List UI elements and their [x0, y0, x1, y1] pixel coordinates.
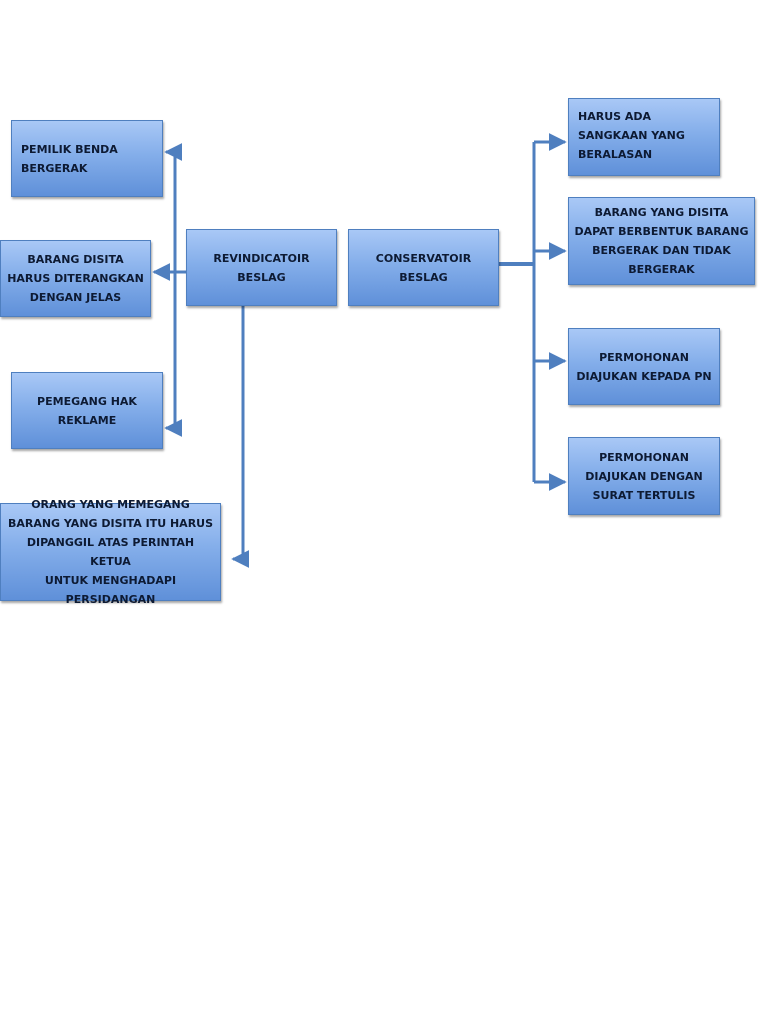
node-label: HARUS ADA SANGKAAN YANG BERALASAN — [578, 110, 685, 161]
node-label: REVINDICATOIR BESLAG — [213, 251, 310, 284]
node-revindicatoir-beslag: REVINDICATOIR BESLAG — [186, 229, 337, 306]
revindicatoir-connectors — [152, 143, 250, 568]
node-harus-ada-sangkaan: HARUS ADA SANGKAAN YANG BERALASAN — [568, 98, 720, 176]
node-barang-dapat-berbentuk: BARANG YANG DISITA DAPAT BERBENTUK BARAN… — [568, 197, 755, 285]
node-label: ORANG YANG MEMEGANG BARANG YANG DISITA I… — [7, 498, 214, 606]
node-label: PEMEGANG HAK REKLAME — [37, 394, 137, 427]
node-pemilik-benda-bergerak: PEMILIK BENDA BERGERAK — [11, 120, 163, 197]
node-barang-disita: BARANG DISITA HARUS DITERANGKAN DENGAN J… — [0, 240, 151, 317]
node-permohonan-surat-tertulis: PERMOHONAN DIAJUKAN DENGAN SURAT TERTULI… — [568, 437, 720, 515]
node-permohonan-kepada-pn: PERMOHONAN DIAJUKAN KEPADA PN — [568, 328, 720, 405]
node-pemegang-hak-reklame: PEMEGANG HAK REKLAME — [11, 372, 163, 449]
node-label: PEMILIK BENDA BERGERAK — [21, 142, 118, 175]
node-conservatoir-beslag: CONSERVATOIR BESLAG — [348, 229, 499, 306]
node-label: CONSERVATOIR BESLAG — [375, 251, 472, 284]
node-label: BARANG DISITA HARUS DITERANGKAN DENGAN J… — [7, 253, 144, 304]
conservatoir-connectors — [499, 133, 567, 491]
node-orang-yang-memegang: ORANG YANG MEMEGANG BARANG YANG DISITA I… — [0, 498, 221, 606]
node-label: PERMOHONAN DIAJUKAN DENGAN SURAT TERTULI… — [585, 450, 703, 502]
node-label: BARANG YANG DISITA DAPAT BERBENTUK BARAN… — [574, 206, 749, 276]
node-label: PERMOHONAN DIAJUKAN KEPADA PN — [576, 350, 712, 383]
